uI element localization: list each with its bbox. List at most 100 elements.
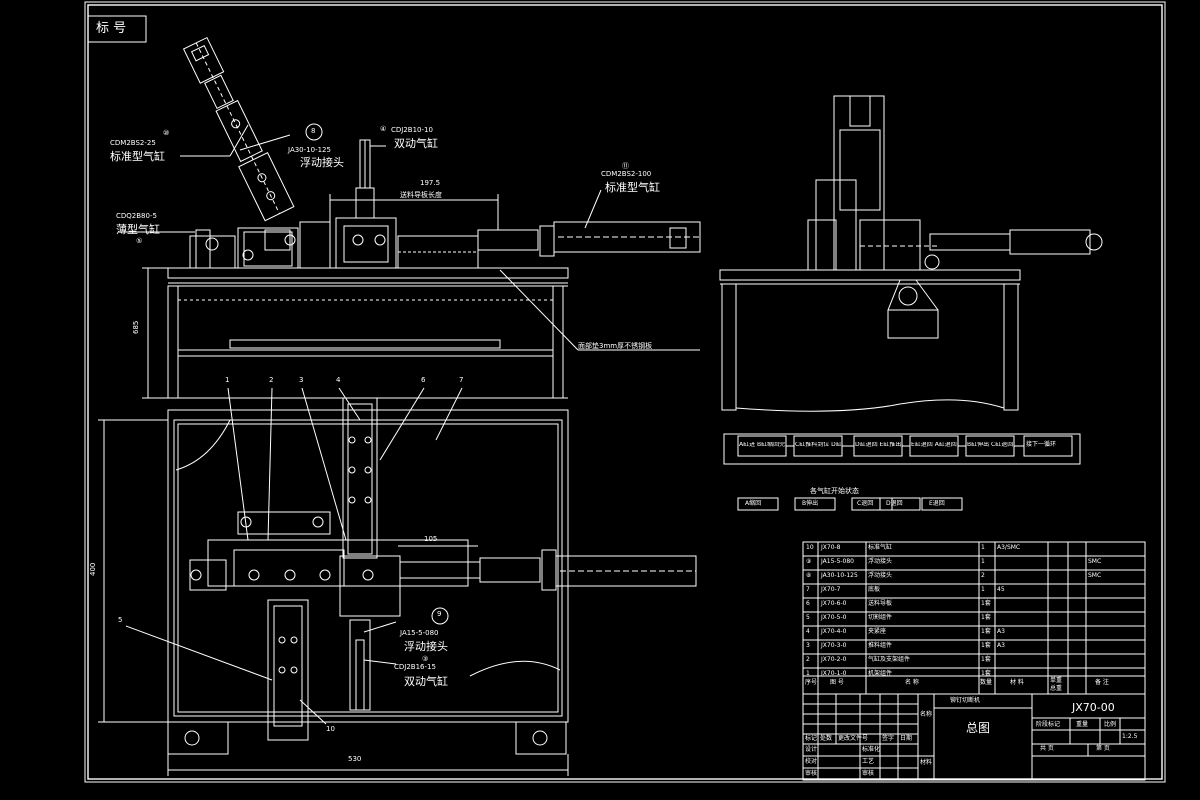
bom-header-no: 序号 xyxy=(805,679,818,686)
callout-cdj2b10-name: 双动气缸 xyxy=(394,137,438,150)
label-name: 名称 xyxy=(920,711,933,718)
callout-cdj2b16-model: CDJ2B16-15 xyxy=(394,663,436,671)
bom-cell-no: 5 xyxy=(806,614,810,621)
bom-cell-qty: 1 xyxy=(981,544,985,551)
part-no-5: 5 xyxy=(118,616,123,624)
bom-cell-code: JX70-6-0 xyxy=(821,600,847,607)
balloon-10-label: ⑩ xyxy=(163,129,170,137)
callout-cdq2b80-model: CDQ2B80-5 xyxy=(116,212,157,220)
rev-h-mark: 标记 xyxy=(805,735,818,742)
rev-h-count: 处数 xyxy=(820,735,833,742)
bom-cell-qty: 1套 xyxy=(981,628,991,635)
callout-cdj2b10-model: CDJ2B10-10 xyxy=(391,126,433,134)
flow-step-2: C缸推料到位 D缸进行切割 xyxy=(795,442,841,448)
state-a: A缩回 xyxy=(745,500,762,507)
outer-border xyxy=(84,1,1166,783)
bom-cell-code: JX70-8 xyxy=(821,544,841,551)
bom-cell-name: 底板 xyxy=(868,586,881,593)
stage-label: 阶段标记 xyxy=(1036,721,1061,728)
bom-cell-code: JX70-7 xyxy=(821,586,841,593)
flow-chart xyxy=(723,433,1081,511)
drawing-name: 总图 xyxy=(966,721,991,735)
bom-header-code: 图 号 xyxy=(830,679,844,686)
stamp-label: 标 号 xyxy=(96,21,127,36)
bom-cell-qty: 1套 xyxy=(981,614,991,621)
label-material: 材料 xyxy=(920,759,933,766)
dim-197-5: 197.5 xyxy=(420,179,441,187)
bom-cell-qty: 2 xyxy=(981,572,985,579)
bom-cell-no: 10 xyxy=(806,544,814,551)
drawing-number: JX70-00 xyxy=(1072,701,1115,714)
bom-cell-name: 推料组件 xyxy=(868,642,893,649)
plate-note: 面部垫3mm厚不锈钢板 xyxy=(578,342,653,350)
side-view xyxy=(719,95,1103,412)
bom-cell-qty: 1 xyxy=(981,558,985,565)
bom-cell-mat: A3 xyxy=(997,642,1005,649)
role-standard: 标准化 xyxy=(862,746,881,753)
dim-685: 685 xyxy=(132,320,140,334)
callout-cdm2bs2-100-model: CDM2BS2-100 xyxy=(601,170,652,178)
bom-cell-qty: 1套 xyxy=(981,670,991,677)
balloon-3-label: ③ xyxy=(422,655,429,663)
state-b: B伸出 xyxy=(802,500,819,507)
flow-step-1: A缸进 B缸缩回完成 xyxy=(739,442,785,448)
balloon-9-label: 9 xyxy=(437,610,442,618)
part-no-4: 4 xyxy=(336,376,341,384)
callout-cdm2bs2-25-model: CDM2BS2-25 xyxy=(110,139,156,147)
bom-cell-name: 标准气缸 xyxy=(868,544,893,551)
role-review: 审核 xyxy=(805,770,818,777)
bom-cell-name: 切割组件 xyxy=(868,614,893,621)
role-approve: 审核 xyxy=(862,770,875,777)
ratio-label: 比例 xyxy=(1104,721,1117,728)
bom-cell-mat: A3/SMC xyxy=(997,544,1021,551)
part-no-10: 10 xyxy=(326,725,335,733)
part-no-1: 1 xyxy=(225,376,230,384)
bom-cell-no: ⑧ xyxy=(806,572,812,579)
bom-header-note: 备 注 xyxy=(1095,679,1109,686)
bom-cell-no: 3 xyxy=(806,642,810,649)
bom-cell-name: 送料导板 xyxy=(868,600,893,607)
bom-cell-code: JX70-4-0 xyxy=(821,628,847,635)
balloon-11-label: ⑪ xyxy=(622,162,629,170)
bom-cell-no: 2 xyxy=(806,656,810,663)
bom-cell-no: 4 xyxy=(806,628,810,635)
bom-cell-qty: 1套 xyxy=(981,656,991,663)
rev-h-date: 日期 xyxy=(900,735,913,742)
callout-ja15-name: 浮动接头 xyxy=(404,640,448,653)
callout-cdm2bs2-25-name: 标准型气缸 xyxy=(110,150,165,163)
callout-ja30-model: JA30-10-125 xyxy=(288,146,331,154)
balloon-8 xyxy=(305,123,323,141)
bom-cell-mat: A3 xyxy=(997,628,1005,635)
bom-cell-code: JX70-3-0 xyxy=(821,642,847,649)
part-no-6: 6 xyxy=(421,376,426,384)
rev-h-sign: 签字 xyxy=(882,735,895,742)
balloon-4-label: ④ xyxy=(380,125,387,133)
bom-cell-mat: 45 xyxy=(997,586,1005,593)
bom-header-qty: 数量 xyxy=(980,679,993,686)
drawing-scale: 1:2.5 xyxy=(1122,733,1138,740)
top-view xyxy=(98,387,697,776)
balloon-9 xyxy=(431,607,449,625)
weight-label: 重量 xyxy=(1076,721,1089,728)
bom-cell-qty: 1套 xyxy=(981,642,991,649)
rev-h-file: 更改文件号 xyxy=(838,735,869,742)
part-no-3: 3 xyxy=(299,376,304,384)
bom-cell-name: 浮动接头 xyxy=(868,572,893,579)
flow-step-4: E缸退回 A缸退回 xyxy=(911,442,957,448)
bom-cell-no: 1 xyxy=(806,670,810,677)
inner-border xyxy=(87,4,1163,780)
bom-cell-no: 7 xyxy=(806,586,810,593)
part-no-2: 2 xyxy=(269,376,274,384)
bom-header-mat: 材 料 xyxy=(1010,679,1024,686)
callout-cdq2b80-name: 薄型气缸 xyxy=(116,223,160,236)
callout-ja15-model: JA15-5-080 xyxy=(400,629,439,637)
bom-cell-no: 6 xyxy=(806,600,810,607)
callout-cdm2bs2-100-name: 标准型气缸 xyxy=(605,181,660,194)
flow-step-6: 接下一循环 xyxy=(1026,441,1057,448)
dim-400: 400 xyxy=(89,562,97,576)
sheet-total: 共 页 xyxy=(1040,745,1054,752)
state-c: C退回 xyxy=(857,500,874,507)
callout-cdj2b16-name: 双动气缸 xyxy=(404,675,448,688)
role-design: 设计 xyxy=(805,746,818,753)
